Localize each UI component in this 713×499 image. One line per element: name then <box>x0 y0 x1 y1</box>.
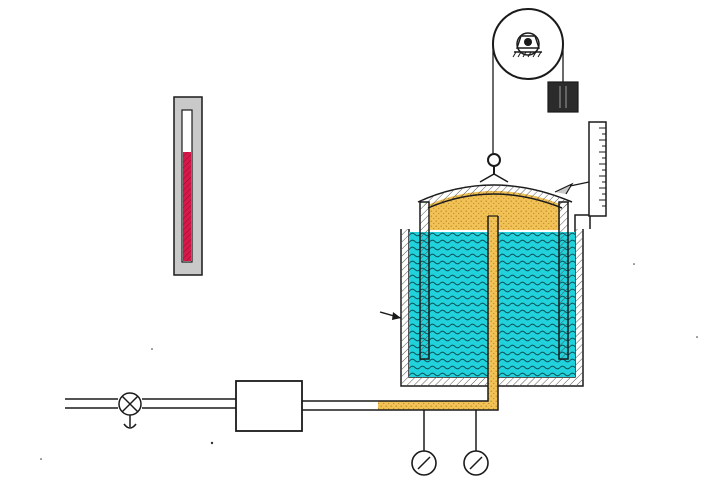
filter-box <box>235 380 303 432</box>
gas-holder-bell <box>417 182 574 360</box>
scale-ruler <box>588 121 607 217</box>
valve-handle <box>123 423 137 429</box>
lifting-hook <box>479 153 509 183</box>
pressure-gauge-left <box>411 410 437 476</box>
pulley <box>492 8 564 80</box>
print-specks <box>40 263 698 460</box>
thermometer <box>173 96 203 276</box>
shutoff-valve <box>118 392 142 429</box>
level-arrow <box>379 311 402 320</box>
counterweight <box>547 81 579 113</box>
pressure-gauge-right <box>463 410 489 476</box>
thermometer-liquid <box>183 152 191 261</box>
gauge-needle <box>469 456 483 470</box>
gauge-pointer <box>569 181 590 187</box>
inlet-pipe <box>65 398 378 411</box>
gauge-needle <box>417 456 431 470</box>
gas-supply-pipe <box>378 215 499 411</box>
